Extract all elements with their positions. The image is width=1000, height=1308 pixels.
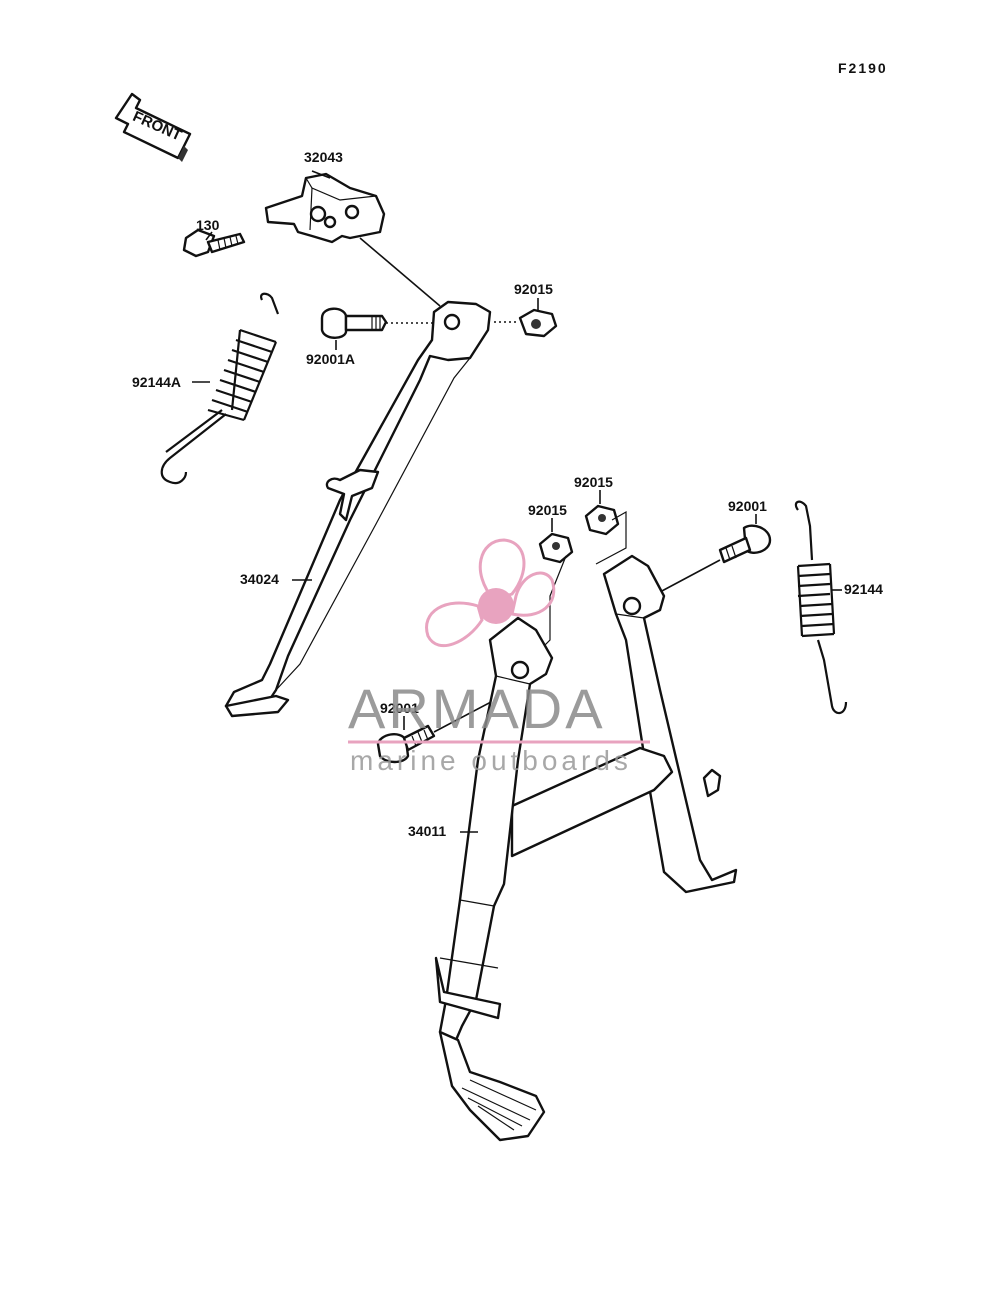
- label-34024: 34024: [240, 571, 279, 587]
- bolt-130: [182, 228, 246, 258]
- front-arrow-icon: FRONT: [114, 92, 192, 162]
- label-32043: 32043: [304, 149, 343, 165]
- label-92144A: 92144A: [132, 374, 181, 390]
- watermark-tagline: marine outboards: [350, 745, 632, 776]
- spring-92144: [794, 500, 848, 715]
- label-92015-top: 92015: [514, 281, 553, 297]
- bracket-32043: [264, 172, 386, 244]
- nut-92015-top: [518, 308, 558, 338]
- label-92015-mid-right: 92015: [574, 474, 613, 490]
- side-stand-34024: [224, 300, 492, 718]
- label-34011: 34011: [408, 823, 446, 839]
- propeller-logo-icon: [425, 538, 556, 648]
- label-130: 130: [196, 217, 220, 233]
- nut-92015-mid-right: [584, 504, 620, 536]
- label-92001-right: 92001: [728, 498, 767, 514]
- label-92144: 92144: [844, 581, 883, 597]
- spring-92144A: [160, 292, 280, 485]
- label-92001A: 92001A: [306, 351, 355, 367]
- nut-92015-mid-left: [538, 532, 574, 564]
- main-stand-34011: [434, 554, 738, 1142]
- watermark-brand: ARMADA: [348, 677, 606, 740]
- bolt-92001A: [320, 307, 388, 339]
- label-92015-mid-left: 92015: [528, 502, 567, 518]
- watermark: ARMADA marine outboards: [348, 538, 650, 776]
- label-92001-left: 92001: [380, 700, 419, 716]
- diagram-code: F2190: [838, 60, 888, 76]
- bolt-92001-right: [718, 524, 772, 564]
